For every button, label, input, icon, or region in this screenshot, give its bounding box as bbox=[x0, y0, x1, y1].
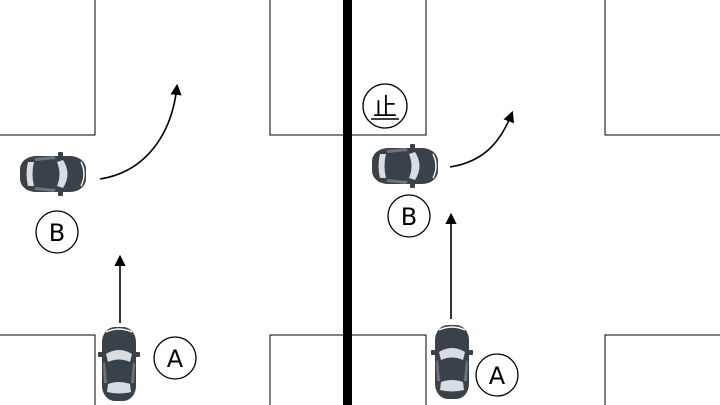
vehicle-b-badge: B bbox=[387, 194, 431, 238]
panel-divider bbox=[343, 0, 352, 405]
vehicle-a-badge: A bbox=[475, 353, 519, 397]
arrow-icon bbox=[449, 110, 514, 168]
car-icon bbox=[371, 143, 439, 189]
car-icon bbox=[430, 324, 474, 400]
stop-sign-text: 止 bbox=[373, 93, 397, 121]
vehicle-b-label: B bbox=[49, 219, 65, 247]
vehicle-b-label: B bbox=[401, 203, 417, 231]
car-icon bbox=[19, 151, 87, 197]
right-panel: 止 B A bbox=[352, 0, 720, 405]
stop-sign-icon: 止 bbox=[362, 83, 408, 129]
left-panel: B A bbox=[0, 0, 345, 405]
vehicle-a-badge: A bbox=[153, 336, 197, 380]
vehicle-a-label: A bbox=[167, 345, 184, 373]
arrow-icon bbox=[99, 83, 182, 180]
right-road-edges bbox=[352, 0, 720, 405]
vehicle-a-label: A bbox=[489, 362, 506, 390]
left-road-edges bbox=[0, 0, 345, 405]
car-icon bbox=[97, 326, 141, 402]
vehicle-b-badge: B bbox=[35, 210, 79, 254]
